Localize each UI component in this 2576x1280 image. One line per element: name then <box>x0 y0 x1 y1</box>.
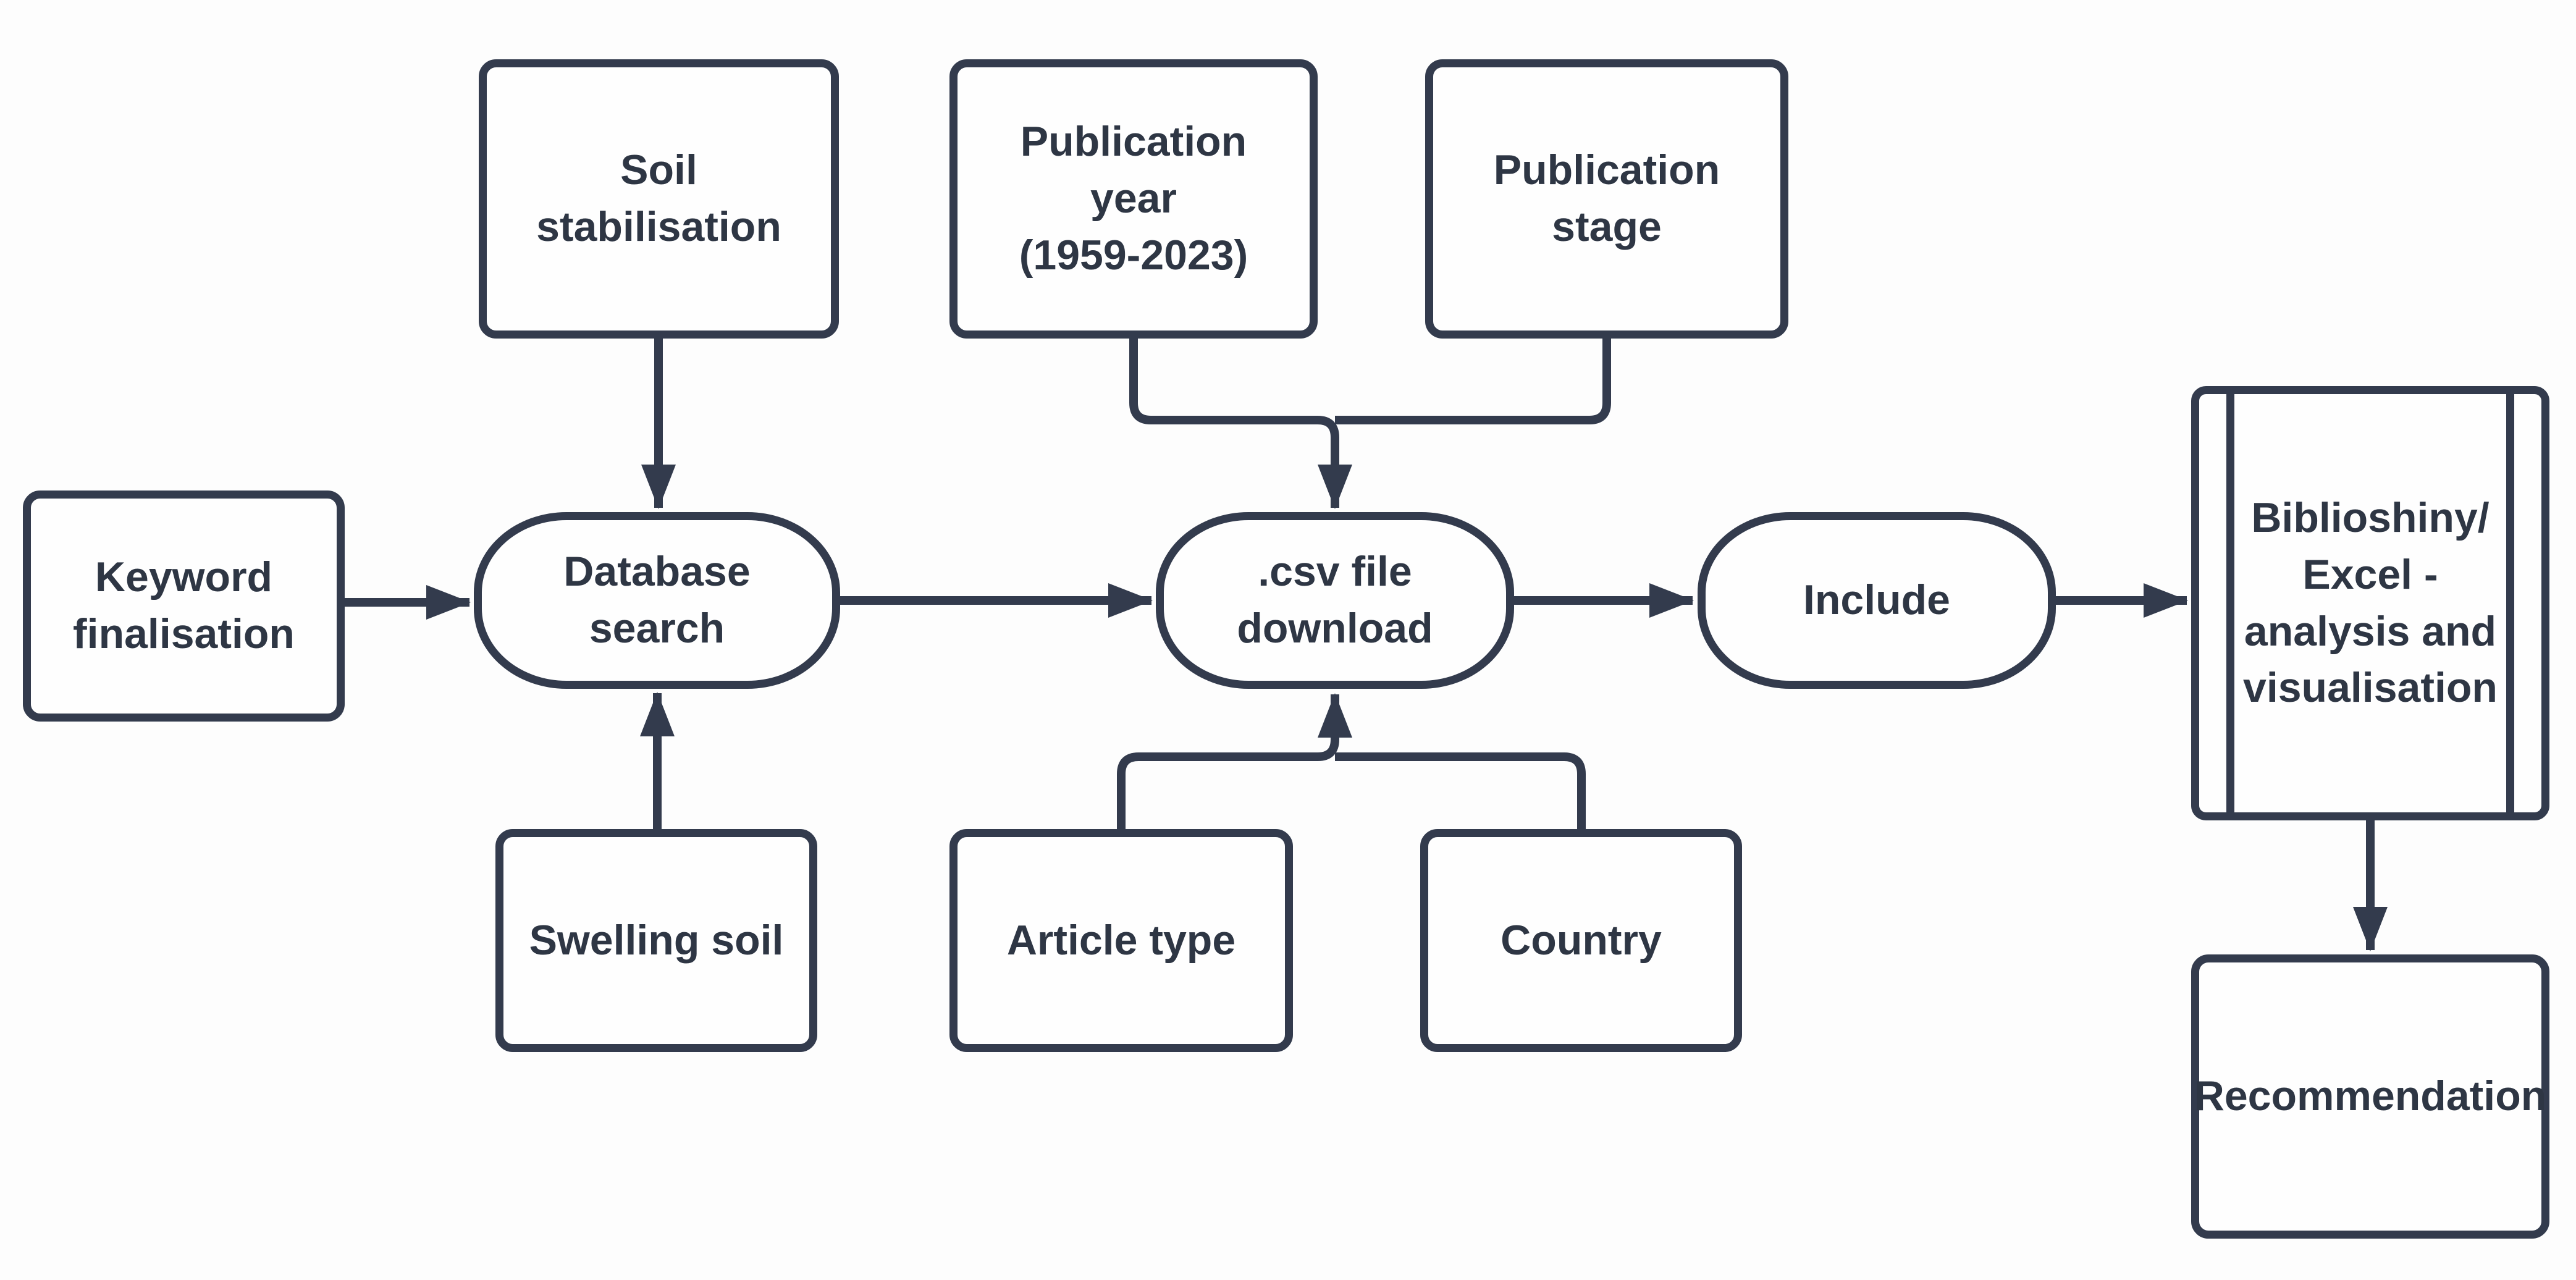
node-recommendation: Recommendation <box>2191 954 2549 1239</box>
node-soil-stabilisation: Soil stabilisation <box>479 59 839 339</box>
edge-publication-stage-to-csv-file-download <box>1335 339 1611 424</box>
node-publication-stage: Publication stage <box>1425 59 1788 339</box>
node-publication-stage-label: Publication stage <box>1493 146 1720 250</box>
node-keyword-finalisation-label: Keyword finalisation <box>73 554 295 657</box>
node-country: Country <box>1420 829 1742 1052</box>
node-biblioshiny-excel-label: Biblioshiny/ Excel - analysis and visual… <box>2243 494 2498 712</box>
node-article-type-label: Article type <box>1006 916 1236 964</box>
node-database-search: Database search <box>474 512 840 689</box>
predefined-process-right-bar <box>2506 394 2514 812</box>
edge-article-type-to-csv-file-download <box>1117 693 1352 829</box>
node-publication-year-label: Publication year (1959-2023) <box>1019 118 1248 279</box>
node-article-type: Article type <box>949 829 1293 1052</box>
node-country-label: Country <box>1501 916 1662 964</box>
node-swelling-soil-label: Swelling soil <box>529 916 784 964</box>
node-csv-file-download: .csv file download <box>1156 512 1514 689</box>
node-recommendation-label: Recommendation <box>2194 1072 2547 1120</box>
predefined-process-left-bar <box>2226 394 2234 812</box>
node-include: Include <box>1698 512 2056 689</box>
node-include-label: Include <box>1803 576 1951 624</box>
node-database-search-label: Database search <box>563 548 751 652</box>
edge-country-to-csv-file-download <box>1335 752 1586 829</box>
node-biblioshiny-excel: Biblioshiny/ Excel - analysis and visual… <box>2191 386 2549 820</box>
node-publication-year: Publication year (1959-2023) <box>949 59 1318 339</box>
node-keyword-finalisation: Keyword finalisation <box>23 491 345 722</box>
edge-publication-year-to-csv-file-download <box>1129 339 1352 509</box>
node-swelling-soil: Swelling soil <box>495 829 817 1052</box>
node-soil-stabilisation-label: Soil stabilisation <box>536 146 781 250</box>
node-csv-file-download-label: .csv file download <box>1237 548 1433 652</box>
